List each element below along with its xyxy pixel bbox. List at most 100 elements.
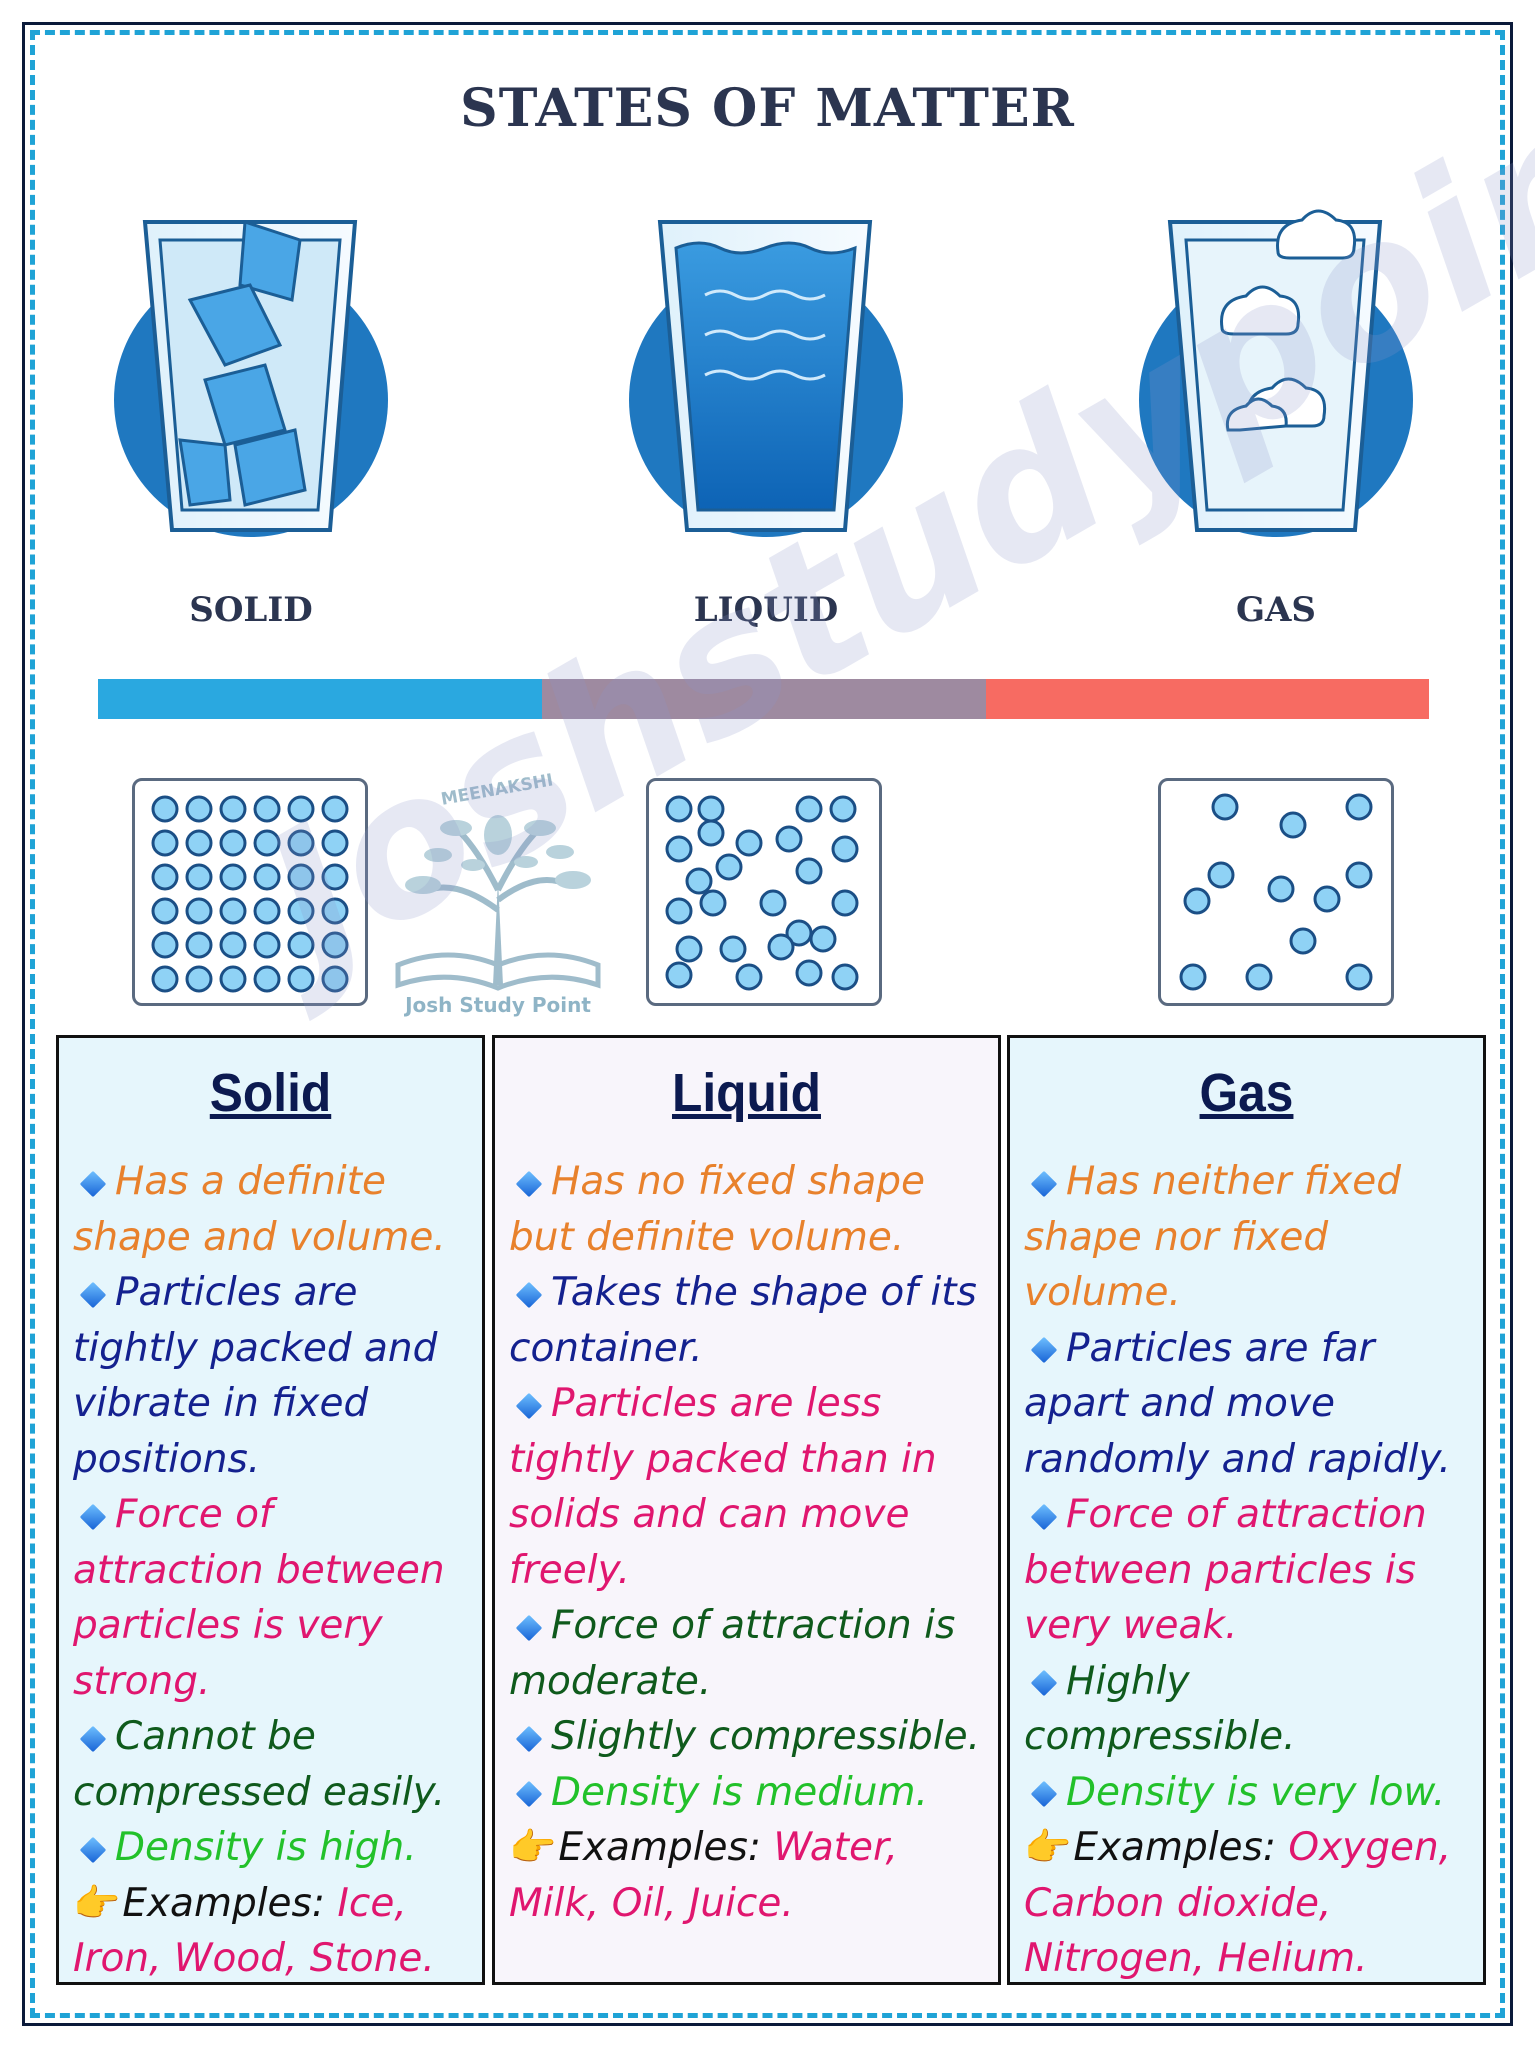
pointing-hand-icon: 👉 bbox=[1024, 1825, 1072, 1869]
logo-arc-text: MEENAKSHI bbox=[440, 770, 555, 809]
particle bbox=[1279, 811, 1307, 839]
liquid-point-6: Density is medium. bbox=[509, 1765, 984, 1821]
solid-examples: 👉Examples: Ice, Iron, Wood, Stone. bbox=[73, 1880, 435, 1982]
particle bbox=[1267, 875, 1295, 903]
page-title: STATES OF MATTER bbox=[460, 78, 1075, 139]
particle bbox=[767, 933, 795, 961]
particle bbox=[151, 965, 179, 993]
gas-particles-box bbox=[1158, 778, 1394, 1006]
particle bbox=[219, 863, 247, 891]
particle bbox=[219, 795, 247, 823]
liquid-point-2: Takes the shape of its container. bbox=[509, 1270, 977, 1371]
particle bbox=[287, 795, 315, 823]
particle bbox=[735, 963, 763, 991]
diamond-bullet-icon bbox=[1030, 1336, 1058, 1364]
pointing-hand-icon: 👉 bbox=[509, 1825, 557, 1869]
liquid-point-3: Particles are less tightly packed than i… bbox=[509, 1381, 937, 1593]
diamond-bullet-icon bbox=[515, 1281, 543, 1308]
state-label-liquid: LIQUID bbox=[693, 590, 839, 630]
diamond-bullet-icon bbox=[515, 1725, 543, 1752]
tree-logo-icon: MEENAKSHI bbox=[395, 770, 601, 991]
particle bbox=[321, 965, 349, 993]
solid-column: Solid Has a definite shape and volume. P… bbox=[56, 1035, 485, 1985]
diamond-bullet-icon bbox=[515, 1392, 543, 1419]
particle bbox=[185, 897, 213, 925]
particle bbox=[253, 829, 281, 857]
particle bbox=[665, 835, 693, 863]
gas-point-1: Has neither fixed shape nor fixed volume… bbox=[1024, 1159, 1401, 1315]
particle bbox=[185, 931, 213, 959]
gas-heading: Gas bbox=[1199, 1063, 1294, 1123]
liquid-column: Liquid Has no fixed shape but definite v… bbox=[492, 1035, 1001, 1985]
particle bbox=[253, 965, 281, 993]
outer-border bbox=[22, 22, 1513, 2026]
particle bbox=[1207, 861, 1235, 889]
diamond-bullet-icon bbox=[1030, 1780, 1058, 1808]
particle bbox=[665, 961, 693, 989]
gas-point-3: Force of attraction between particles is… bbox=[1024, 1492, 1427, 1648]
particle bbox=[287, 931, 315, 959]
state-label-solid: SOLID bbox=[189, 590, 313, 630]
particle bbox=[809, 925, 837, 953]
diamond-bullet-icon bbox=[79, 1836, 107, 1863]
particle bbox=[185, 863, 213, 891]
pointing-hand-icon: 👉 bbox=[73, 1880, 121, 1925]
particle bbox=[321, 829, 349, 857]
liquid-point-1: Has no fixed shape but definite volume. bbox=[509, 1159, 926, 1260]
diamond-bullet-icon bbox=[79, 1503, 107, 1530]
glasses-illustration bbox=[114, 209, 1413, 537]
liquid-point-5: Slightly compressible. bbox=[509, 1709, 984, 1765]
particle bbox=[1289, 927, 1317, 955]
particle bbox=[759, 889, 787, 917]
particle bbox=[1313, 885, 1341, 913]
particle bbox=[151, 829, 179, 857]
liquid-examples: 👉Examples: Water, Milk, Oil, Juice. bbox=[509, 1825, 898, 1926]
particle bbox=[719, 935, 747, 963]
gas-glass-icon bbox=[1139, 209, 1413, 537]
particle bbox=[665, 897, 693, 925]
solid-heading: Solid bbox=[209, 1063, 332, 1123]
diamond-bullet-icon bbox=[1030, 1503, 1058, 1530]
gas-examples: 👉Examples: Oxygen, Carbon dioxide, Nitro… bbox=[1024, 1825, 1452, 1981]
particle bbox=[219, 965, 247, 993]
particle bbox=[795, 959, 823, 987]
particle bbox=[321, 931, 349, 959]
particle bbox=[1245, 963, 1273, 991]
particle bbox=[219, 829, 247, 857]
particle bbox=[253, 897, 281, 925]
particle bbox=[829, 795, 857, 823]
particle bbox=[697, 795, 725, 823]
particle bbox=[287, 965, 315, 993]
particle bbox=[735, 829, 763, 857]
particle bbox=[185, 965, 213, 993]
particle bbox=[1345, 963, 1373, 991]
diamond-bullet-icon bbox=[515, 1780, 543, 1808]
particle bbox=[697, 819, 725, 847]
liquid-heading: Liquid bbox=[671, 1063, 821, 1123]
particle bbox=[321, 863, 349, 891]
particle bbox=[831, 889, 859, 917]
solid-point-2: Particles are tightly packed and vibrate… bbox=[73, 1270, 438, 1482]
gas-particles bbox=[1179, 793, 1373, 991]
solid-point-4: Cannot be compressed easily. bbox=[73, 1714, 446, 1815]
gas-point-4: Highly compressible. bbox=[1024, 1658, 1296, 1760]
particle bbox=[321, 897, 349, 925]
particle bbox=[831, 835, 859, 863]
particle bbox=[675, 935, 703, 963]
solid-particles-box bbox=[132, 778, 368, 1006]
particle bbox=[1211, 793, 1239, 821]
gas-color-bar bbox=[986, 679, 1429, 719]
solid-particles bbox=[151, 795, 349, 993]
particle bbox=[1179, 963, 1207, 991]
particle bbox=[775, 825, 803, 853]
particle bbox=[715, 853, 743, 881]
particle bbox=[699, 889, 727, 917]
particle bbox=[253, 795, 281, 823]
particle bbox=[219, 897, 247, 925]
gas-point-2: Particles are far apart and move randoml… bbox=[1024, 1325, 1451, 1482]
diamond-bullet-icon bbox=[1030, 1170, 1058, 1197]
liquid-color-bar bbox=[542, 679, 986, 719]
liquid-point-4: Force of attraction is moderate. bbox=[509, 1603, 956, 1704]
particle bbox=[287, 897, 315, 925]
diamond-bullet-icon bbox=[79, 1725, 107, 1752]
